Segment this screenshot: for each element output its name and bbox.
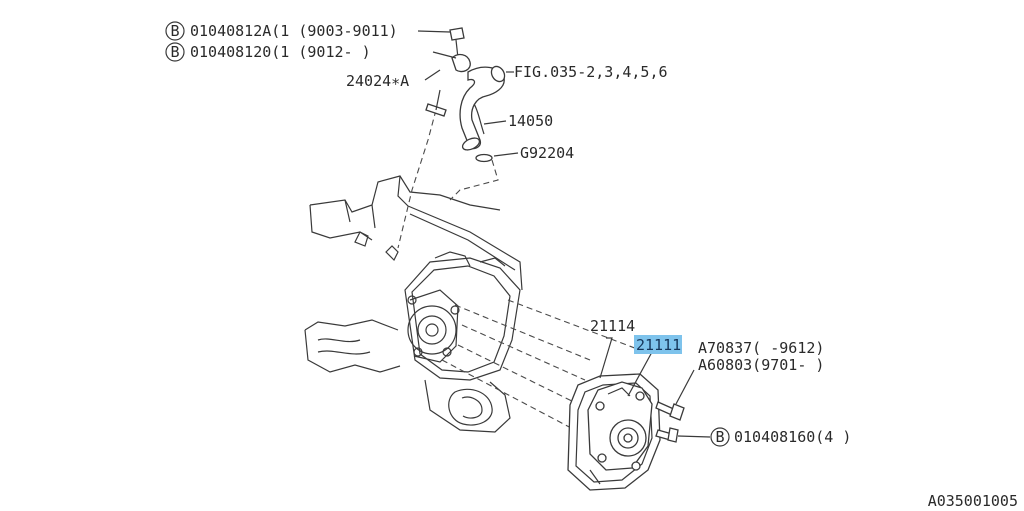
b-badge (165, 42, 185, 62)
callout-fig-ref[interactable]: FIG.035-2,3,4,5,6 (514, 63, 668, 81)
bypass-pipe-14050[interactable] (459, 64, 507, 152)
highlight-box (634, 335, 682, 354)
engine-block-drawing (304, 175, 523, 433)
b-badge-letter: B (170, 22, 179, 40)
callout-21114[interactable]: 21114 (590, 317, 635, 335)
callout-24024[interactable]: 24024∗A (346, 72, 409, 90)
diagram-code: A035001005 (928, 492, 1018, 510)
callout-14050[interactable]: 14050 (508, 112, 553, 130)
water-pump-21111[interactable] (567, 373, 661, 491)
bolt-top[interactable] (449, 27, 471, 73)
o-ring-g92204[interactable] (475, 153, 493, 163)
b-badge-letter: B (170, 43, 179, 61)
bolt-callout-1[interactable]: B 01040812A(1 (9003-9011) (165, 21, 398, 41)
bolt-a70837[interactable] (655, 401, 685, 421)
callout-a60803[interactable]: A60803(9701- ) (698, 356, 824, 374)
assembly-leader-lines (397, 109, 641, 431)
b-badge (710, 427, 730, 447)
callout-a70837[interactable]: A70837( -9612) (698, 339, 824, 357)
callout-text: 010408160(4 ) (734, 428, 851, 446)
callout-text: 010408120(1 (9012- ) (190, 43, 371, 61)
b-badge-letter: B (715, 428, 724, 446)
bolt-callout-3[interactable]: B 010408160(4 ) (710, 427, 851, 447)
callout-g92204[interactable]: G92204 (520, 144, 574, 162)
callout-21111-highlighted[interactable]: 21111 (634, 335, 682, 354)
bolt-callout-2[interactable]: B 010408120(1 (9012- ) (165, 42, 371, 62)
bolt-010408160[interactable] (655, 427, 679, 443)
clip-24024[interactable] (425, 89, 447, 117)
b-badge (165, 21, 185, 41)
callout-text: 21111 (636, 336, 681, 354)
callout-text: 01040812A(1 (9003-9011) (190, 22, 398, 40)
leader-lines (417, 30, 711, 438)
